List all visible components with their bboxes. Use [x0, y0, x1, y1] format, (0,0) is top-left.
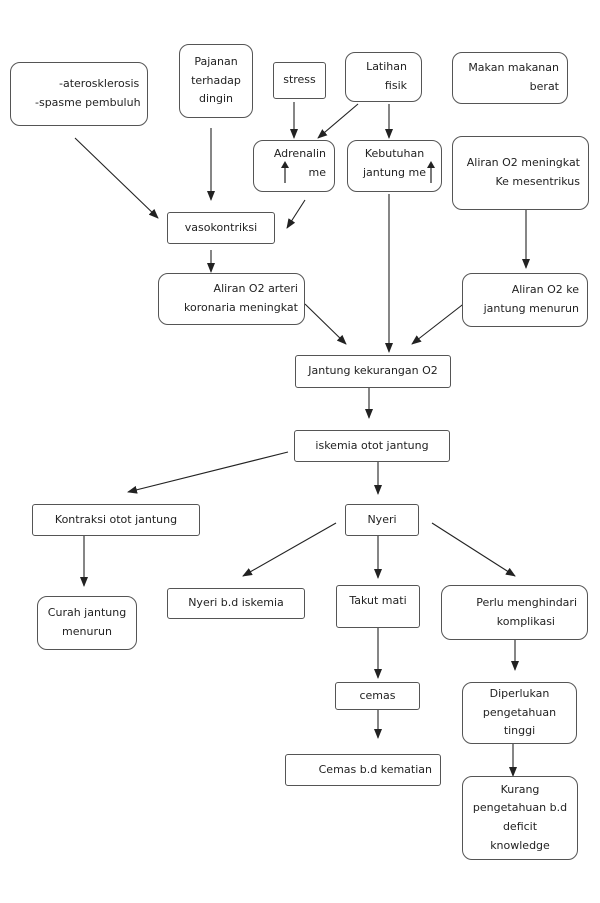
node-aliran-arteri: Aliran O2 arteri koronaria meningkat: [158, 273, 305, 325]
node-text-line: stress: [283, 73, 316, 87]
node-text-line: komplikasi: [496, 614, 555, 628]
node-diperlukan: Diperlukan pengetahuan tinggi: [462, 682, 577, 744]
node-kurang: Kurang pengetahuan b.d deficit knowledge: [462, 776, 578, 860]
node-text-line: cemas: [359, 688, 396, 702]
arrow-aliran-arteri-to-jantung-kurang: [304, 303, 347, 345]
node-kebutuhan: Kebutuhan jantung me: [347, 140, 442, 192]
node-adrenalin: Adrenalin me: [253, 140, 335, 192]
node-text-line: Ke mesentrikus: [495, 175, 580, 188]
node-aliran-menurun: Aliran O2 ke jantung menurun: [462, 273, 588, 327]
node-text-line: Kebutuhan: [364, 147, 425, 160]
node-text-line: tinggi: [503, 724, 536, 738]
node-nyeri-bd: Nyeri b.d iskemia: [167, 588, 305, 619]
node-text-line: Jantung kekurangan O2: [308, 364, 438, 378]
node-latihan: Latihan fisik: [345, 52, 422, 102]
increase-arrow-icon: [281, 161, 289, 183]
arrow-aliran-menurun-to-jantung-kurang: [411, 301, 467, 345]
node-text-line: Nyeri b.d iskemia: [188, 596, 284, 610]
node-text-line: Aliran O2 meningkat: [466, 156, 580, 170]
arrow-nyeri-to-nyeri-bd: [242, 522, 337, 577]
node-cemas: cemas: [335, 682, 420, 710]
node-text-line: fisik: [384, 79, 407, 92]
arrow-latihan-to-adrenalin: [317, 103, 359, 139]
arrow-iskemia-to-kontraksi: [127, 451, 289, 494]
node-text-line: koronaria meningkat: [184, 301, 298, 314]
node-text-line: iskemia otot jantung: [315, 438, 429, 452]
node-text-line: jantung me: [363, 165, 426, 179]
node-stress: stress: [273, 62, 326, 99]
node-text-line: terhadap: [191, 73, 241, 87]
node-text-line: Pajanan: [194, 54, 238, 68]
node-text-line: Aliran O2 ke: [511, 283, 579, 297]
node-text-line: -spasme pembuluh: [35, 96, 141, 109]
node-text-line: Latihan: [366, 60, 407, 74]
node-text-line: dingin: [198, 92, 234, 106]
node-text-line: Kurang: [500, 782, 540, 796]
arrow-aterosklerosis-to-vasokontriksi: [74, 137, 159, 219]
increase-arrow-icon: [427, 161, 435, 183]
node-text-line: jantung menurun: [483, 302, 579, 315]
node-text-line: Aliran O2 arteri: [213, 282, 298, 296]
node-iskemia: iskemia otot jantung: [294, 430, 450, 462]
node-text-line: Adrenalin: [273, 147, 326, 160]
node-text-line: Diperlukan: [489, 686, 550, 700]
arrow-nyeri-to-perlu: [431, 522, 516, 577]
node-jantung-kurang: Jantung kekurangan O2: [295, 355, 451, 388]
node-aliran-meningkat-ke: Aliran O2 meningkat Ke mesentrikus: [452, 136, 589, 210]
node-vasokontriksi: vasokontriksi: [167, 212, 275, 244]
node-text-line: knowledge: [490, 838, 550, 852]
node-perlu: Perlu menghindari komplikasi: [441, 585, 588, 640]
node-text-line: deficit: [502, 820, 538, 833]
node-text-line: menurun: [62, 625, 112, 638]
node-text-line: Makan makanan: [468, 61, 559, 75]
node-takut: Takut mati: [336, 585, 420, 628]
node-text-line: Takut mati: [349, 594, 407, 607]
node-aterosklerosis: -aterosklerosis -spasme pembuluh: [10, 62, 148, 126]
node-text-line: berat: [529, 80, 559, 93]
node-curah: Curah jantung menurun: [37, 596, 137, 650]
node-text-line: -aterosklerosis: [59, 77, 140, 91]
node-text-line: Nyeri: [367, 512, 397, 526]
node-text-line: vasokontriksi: [184, 220, 258, 234]
arrow-adrenalin-to-vasokontriksi: [286, 199, 306, 229]
node-nyeri: Nyeri: [345, 504, 419, 536]
node-cemas-bd: Cemas b.d kematian: [285, 754, 441, 786]
node-kontraksi: Kontraksi otot jantung: [32, 504, 200, 536]
node-text-line: Cemas b.d kematian: [318, 762, 432, 776]
node-text-line: Curah jantung: [47, 606, 127, 620]
node-text-line: pengetahuan: [482, 705, 557, 719]
node-text-line: Kontraksi otot jantung: [54, 512, 178, 526]
node-text-line: me: [308, 165, 326, 179]
node-pajanan: Pajanan terhadap dingin: [179, 44, 253, 118]
node-makan: Makan makanan berat: [452, 52, 568, 104]
node-text-line: pengetahuan b.d: [472, 801, 568, 815]
node-text-line: Perlu menghindari: [476, 595, 577, 609]
